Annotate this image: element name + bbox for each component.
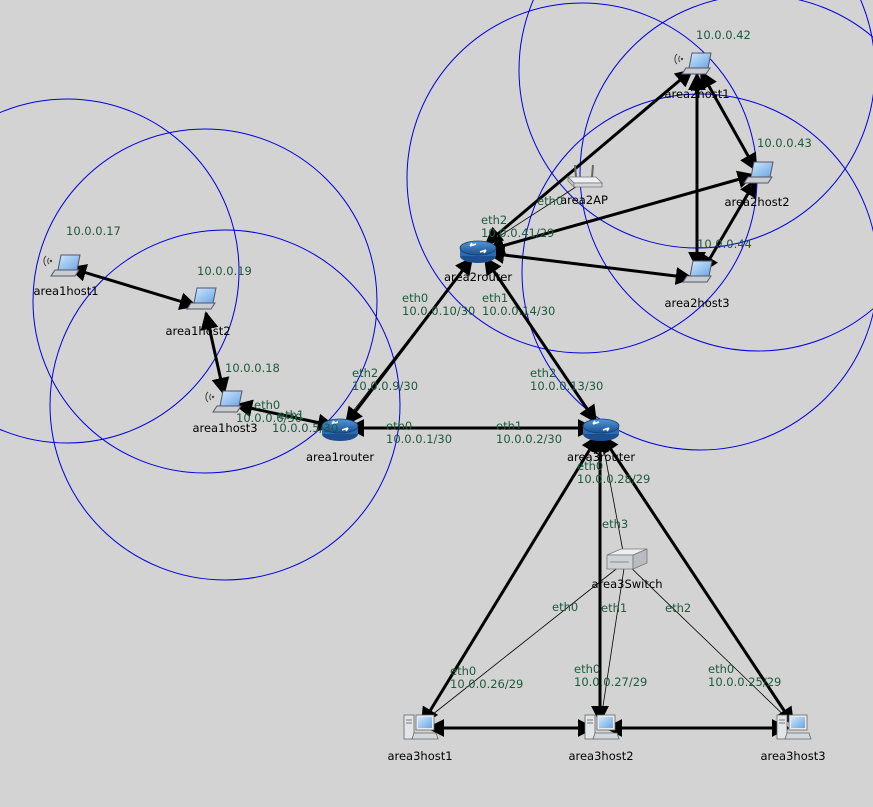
interface-name: eth0 [552, 600, 578, 614]
route-arrow [420, 434, 600, 726]
node-area1host3[interactable]: 10.0.0.18 area1host3 [192, 361, 279, 435]
interface-address: 10.0.0.5/30 [272, 421, 338, 435]
route-arrow [234, 399, 336, 432]
link-area3router-switch [599, 427, 626, 563]
interface-address: 10.0.0.14/30 [482, 304, 555, 318]
router-icon [459, 240, 497, 264]
interface-name: eth0 [386, 419, 412, 433]
node-label: area2host3 [664, 296, 729, 310]
node-area2host2[interactable]: 10.0.0.43 area2host2 [724, 136, 811, 209]
node-label: area3router [567, 450, 635, 464]
node-address: 10.0.0.43 [757, 136, 812, 150]
laptop-icon [682, 260, 713, 283]
laptop-icon [743, 161, 774, 184]
route-arrow [68, 264, 198, 310]
interface-address: 10.0.0.9/30 [352, 379, 418, 393]
desktop-computer-icon [776, 714, 812, 740]
node-area2router[interactable]: area2router [444, 240, 512, 284]
interface-name: eth2 [481, 213, 507, 227]
node-area1router[interactable]: area1router [306, 418, 374, 464]
route-arrow [486, 246, 694, 285]
wifi-waves-icon [205, 391, 215, 403]
wireless-range-circles [0, 0, 873, 581]
interface-address: 10.0.0.13/30 [530, 379, 603, 393]
node-area3host2[interactable]: area3host2 [568, 714, 634, 763]
laptop-icon [186, 287, 217, 310]
interface-name: eth2 [530, 366, 556, 380]
wifi-waves-icon [674, 53, 684, 65]
node-area3host3[interactable]: area3host3 [760, 714, 826, 763]
node-address: 10.0.0.17 [66, 224, 121, 238]
wireless-laptop-icon [681, 52, 712, 75]
node-label: area1host3 [192, 421, 257, 435]
router-icon [582, 418, 620, 442]
node-area2AP[interactable]: area2AP [560, 164, 608, 207]
node-area2host3[interactable]: 10.0.0.44 area2host3 [664, 237, 751, 310]
wireless-laptop-icon [212, 390, 243, 413]
node-label: area2host2 [724, 195, 789, 209]
interface-name: eth0 [574, 662, 600, 676]
interface-name: eth1 [278, 408, 304, 422]
interface-address: 10.0.0.10/30 [402, 304, 475, 318]
node-address: 10.0.0.42 [696, 28, 751, 42]
interface-name: eth1 [601, 601, 627, 615]
interface-name: eth0 [254, 398, 280, 412]
interface-name: eth3 [602, 517, 628, 531]
interface-address: 10.0.0.41/29 [481, 226, 554, 240]
interface-labels: eth0 10.0.0.6/30 eth1 10.0.0.5/30 eth2 1… [236, 194, 781, 691]
node-label: area1router [306, 450, 374, 464]
wifi-waves-icon [43, 255, 53, 267]
node-area2host1[interactable]: 10.0.0.42 area2host1 [664, 28, 750, 101]
node-area1host2[interactable]: 10.0.0.19 area1host2 [165, 264, 251, 338]
node-label: area1host1 [33, 284, 98, 298]
node-label: area3host1 [387, 749, 452, 763]
interface-name: eth1 [482, 291, 508, 305]
interface-address: 10.0.0.2/30 [496, 432, 562, 446]
node-address: 10.0.0.44 [697, 237, 752, 251]
interface-name: eth2 [352, 366, 378, 380]
interface-name: eth1 [496, 419, 522, 433]
node-area1host1[interactable]: 10.0.0.17 area1host1 [33, 224, 120, 298]
interface-name: eth0 [450, 664, 476, 678]
interface-address: 10.0.0.1/30 [386, 432, 452, 446]
node-area3host1[interactable]: area3host1 [387, 714, 453, 763]
node-label: area3host3 [760, 749, 825, 763]
route-arrow [700, 178, 758, 274]
access-point-icon [567, 164, 603, 188]
node-label: area2router [444, 270, 512, 284]
node-label: area2host1 [664, 87, 729, 101]
node-label: area1host2 [165, 324, 230, 338]
node-address: 10.0.0.19 [197, 264, 252, 278]
route-arrow [484, 68, 694, 246]
node-label: area2AP [560, 193, 608, 207]
interface-address: 10.0.0.28/29 [577, 472, 650, 486]
desktop-computer-icon [584, 714, 620, 740]
switch-icon [606, 548, 648, 570]
interface-address: 10.0.0.27/29 [574, 675, 647, 689]
node-label: area3Switch [592, 577, 663, 591]
route-arrow [600, 434, 795, 726]
range-circle-area1host1 [0, 98, 240, 444]
route-arrow [344, 256, 474, 426]
node-area3Switch[interactable]: area3Switch [592, 548, 663, 591]
interface-name: eth0 [537, 194, 563, 208]
node-area3router[interactable]: area3router [567, 418, 635, 464]
interface-address: 10.0.0.6/30 [236, 411, 302, 425]
desktop-computer-icon [403, 714, 439, 740]
route-arrow [699, 70, 758, 172]
route-arrow [200, 311, 230, 396]
node-label: area3host2 [568, 749, 633, 763]
interface-name: eth0 [577, 459, 603, 473]
interface-name: eth0 [402, 291, 428, 305]
interface-address: 10.0.0.25/29 [708, 675, 781, 689]
route-arrow [483, 256, 598, 424]
interface-name: eth0 [708, 662, 734, 676]
wireless-laptop-icon [50, 254, 81, 277]
node-address: 10.0.0.18 [225, 361, 280, 375]
route-arrows [68, 68, 795, 737]
interface-address: 10.0.0.26/29 [450, 677, 523, 691]
interface-name: eth2 [665, 601, 691, 615]
